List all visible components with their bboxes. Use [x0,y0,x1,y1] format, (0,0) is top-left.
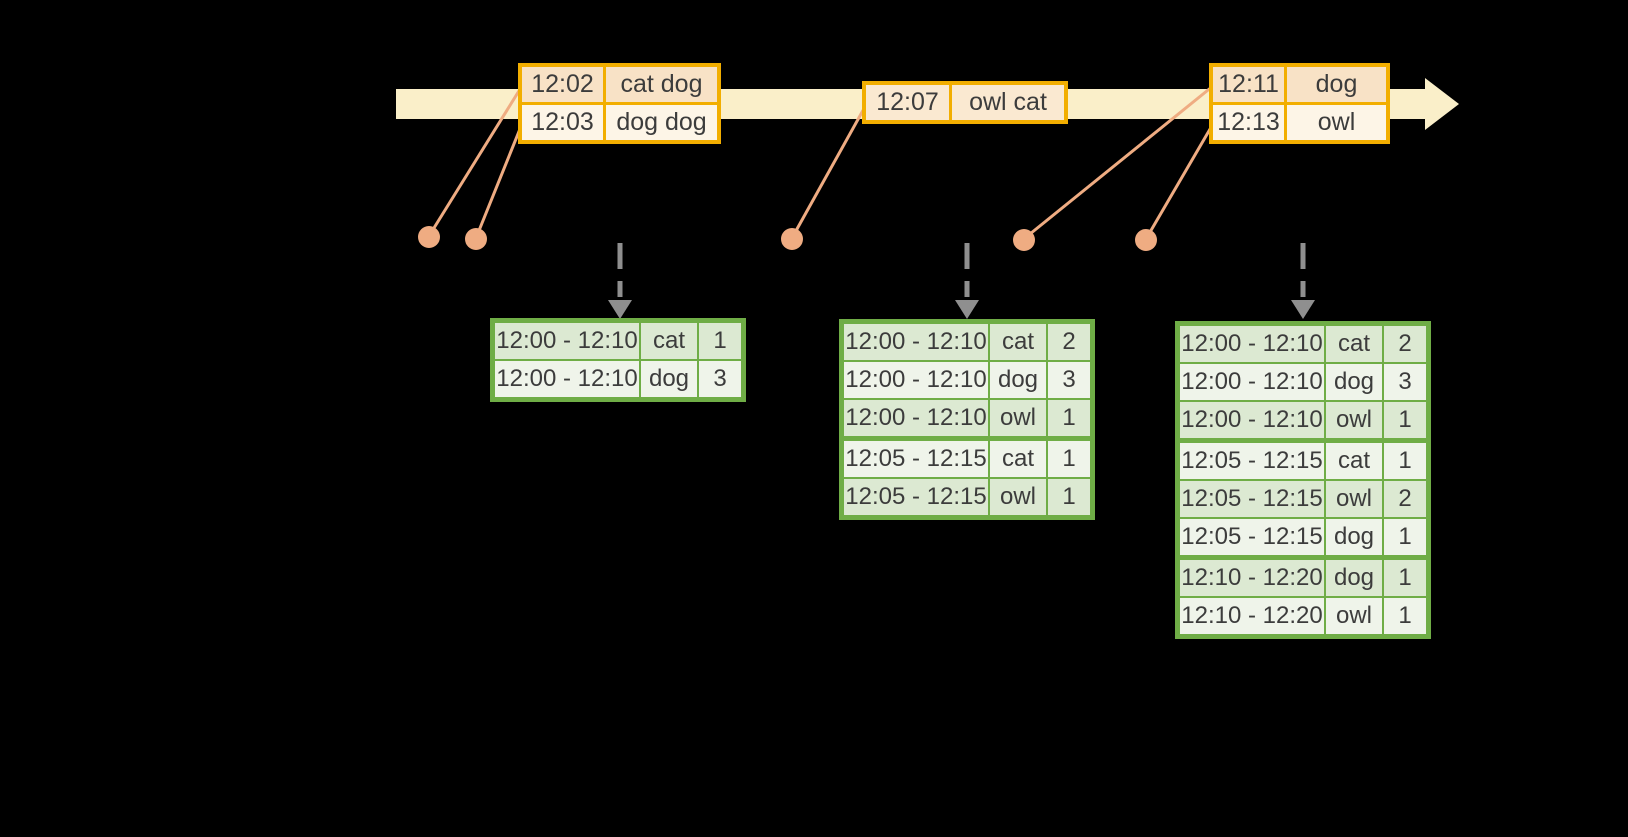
window-cell: 12:00 - 12:10 [844,324,988,360]
words-cell: cat dog [606,67,717,102]
count-cell: 1 [1384,519,1426,555]
word-cell: dog [1326,560,1382,596]
event-dot-icon [1013,229,1035,251]
window-cell: 12:00 - 12:10 [1180,326,1324,362]
arrowhead-icon [608,300,632,319]
arrowhead-icon [955,300,979,319]
window-cell: 12:00 - 12:10 [495,323,639,359]
count-cell: 2 [1384,481,1426,517]
drop-arrows [608,243,1315,319]
count-cell: 1 [1048,400,1090,436]
count-cell: 1 [1048,479,1090,515]
window-cell: 12:05 - 12:15 [1180,443,1324,479]
word-cell: dog [1326,364,1382,400]
count-cell: 1 [1048,441,1090,477]
count-cell: 1 [1384,560,1426,596]
words-cell: dog [1287,67,1386,102]
word-cell: owl [1326,481,1382,517]
window-cell: 12:05 - 12:15 [1180,481,1324,517]
word-cell: dog [990,362,1046,398]
count-cell: 1 [1384,443,1426,479]
event-connector-lines [427,84,1215,240]
window-cell: 12:00 - 12:10 [1180,364,1324,400]
window-cell: 12:05 - 12:15 [1180,519,1324,555]
window-cell: 12:05 - 12:15 [844,441,988,477]
words-cell: owl cat [952,85,1064,120]
time-cell: 12:13 [1213,105,1287,140]
event-dot-icon [1135,229,1157,251]
window-cell: 12:10 - 12:20 [1180,598,1324,634]
event-dot-icon [418,226,440,248]
connector-line [1024,84,1214,240]
connector-line [1144,123,1215,240]
count-cell: 1 [1384,598,1426,634]
window-cell: 12:00 - 12:10 [1180,402,1324,438]
word-cell: dog [641,361,697,397]
event-dot-icon [781,228,803,250]
connector-line [790,104,868,239]
word-cell: owl [1326,402,1382,438]
time-cell: 12:02 [522,67,606,102]
window-cell: 12:00 - 12:10 [495,361,639,397]
connector-line [474,123,524,239]
count-cell: 1 [1384,402,1426,438]
time-cell: 12:11 [1213,67,1287,102]
count-cell: 3 [699,361,741,397]
word-cell: owl [990,400,1046,436]
word-cell: owl [1326,598,1382,634]
word-cell: cat [1326,326,1382,362]
count-cell: 2 [1384,326,1426,362]
word-cell: dog [1326,519,1382,555]
time-cell: 12:07 [866,85,952,120]
event-time-dots [418,226,1157,251]
window-cell: 12:00 - 12:10 [844,362,988,398]
window-cell: 12:10 - 12:20 [1180,560,1324,596]
count-cell: 2 [1048,324,1090,360]
word-cell: cat [990,324,1046,360]
count-cell: 3 [1048,362,1090,398]
window-cell: 12:05 - 12:15 [844,479,988,515]
event-dot-icon [465,228,487,250]
words-cell: dog dog [606,105,717,140]
connector-line [427,85,524,237]
arrowhead-icon [1291,300,1315,319]
word-cell: cat [1326,443,1382,479]
window-cell: 12:00 - 12:10 [844,400,988,436]
count-cell: 1 [699,323,741,359]
count-cell: 3 [1384,364,1426,400]
word-cell: cat [641,323,697,359]
words-cell: owl [1287,105,1386,140]
word-cell: cat [990,441,1046,477]
time-cell: 12:03 [522,105,606,140]
word-cell: owl [990,479,1046,515]
